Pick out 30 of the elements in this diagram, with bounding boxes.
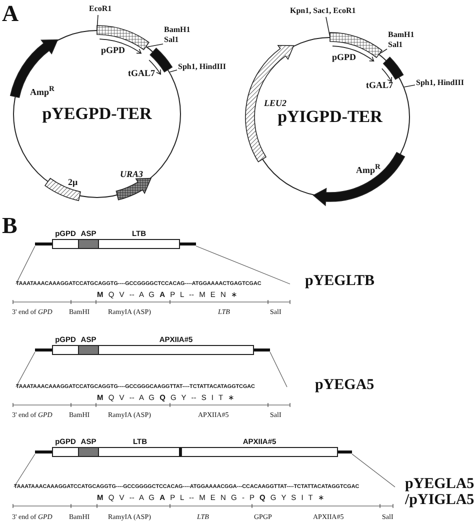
feature-label: tGAL7 <box>128 68 155 78</box>
feature-label: URA3 <box>120 169 144 179</box>
leader-line <box>96 14 98 30</box>
restriction-site-label: BamH1 <box>388 30 414 40</box>
leader-line <box>169 70 178 72</box>
leader-line <box>404 84 416 88</box>
construct-name: pYEGLA5 /pYIGLA5 <box>405 476 474 508</box>
leader-line <box>326 16 330 38</box>
feature-label: Amp$^{R}$ <box>30 84 54 97</box>
restriction-site-label: Sal1 <box>164 35 180 45</box>
restriction-site-label: Sph1, HindIII <box>178 62 226 72</box>
restriction-site-label: Kpn1, Sac1, EcoR1 <box>290 6 356 16</box>
feature-label: LEU2 <box>264 98 286 108</box>
feature-label: pGPD <box>101 45 126 55</box>
plasmid-name: pYEGPD-TER <box>42 104 152 124</box>
feature-label: pGPD <box>332 52 356 62</box>
feature-label: 2μ <box>68 177 78 187</box>
construct-name: pYEGA5 <box>315 377 376 393</box>
feature-label: Amp$^{R}$ <box>356 162 380 175</box>
leader-line <box>378 48 388 54</box>
panel-letter: A <box>2 2 19 26</box>
construct-name: pYEGLTB <box>305 273 375 289</box>
panel-letter: B <box>2 214 18 238</box>
restriction-site-label: Sal1 <box>388 40 404 50</box>
restriction-site-label: Sph1, HindIII <box>416 78 464 88</box>
plasmid-name: pYIGPD-TER <box>278 107 382 127</box>
leader-line <box>147 44 164 48</box>
restriction-site-label: EcoR1 <box>89 4 112 14</box>
feature-label: tGAL7 <box>366 80 393 90</box>
restriction-site-label: BamH1 <box>164 25 190 35</box>
